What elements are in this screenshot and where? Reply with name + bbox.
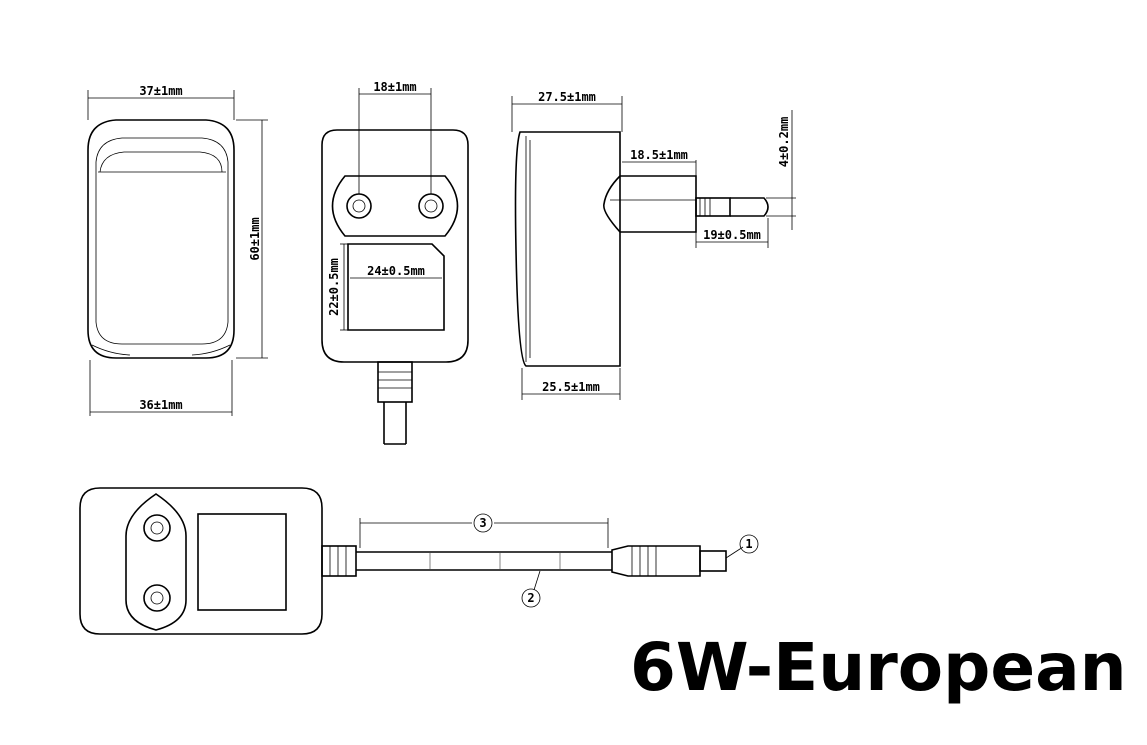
callout-cable: 2 bbox=[527, 591, 534, 605]
dim-side-depth-bottom: 25.5±1mm bbox=[542, 380, 600, 394]
dim-label-height: 22±0.5mm bbox=[327, 258, 341, 316]
dim-bottom-width: 36±1mm bbox=[139, 398, 182, 412]
dim-side-depth-top: 27.5±1mm bbox=[538, 90, 596, 104]
front-view bbox=[87, 90, 268, 416]
callout-connector: 1 bbox=[745, 537, 752, 551]
dim-pin-diameter: 4±0.2mm bbox=[777, 117, 791, 168]
dim-label-width: 24±0.5mm bbox=[367, 264, 425, 278]
dim-height: 60±1mm bbox=[248, 217, 262, 260]
side-view bbox=[511, 96, 796, 400]
callout-cable-length: 3 bbox=[479, 516, 486, 530]
bottom-view bbox=[79, 487, 759, 635]
plug-face-view bbox=[321, 88, 469, 445]
model-title: 6W-European bbox=[630, 629, 1127, 706]
dim-pin-spacing: 18±1mm bbox=[373, 80, 416, 94]
dim-pin-length: 19±0.5mm bbox=[703, 228, 761, 242]
dim-pin-base: 18.5±1mm bbox=[630, 148, 688, 162]
dim-top-width: 37±1mm bbox=[139, 84, 182, 98]
